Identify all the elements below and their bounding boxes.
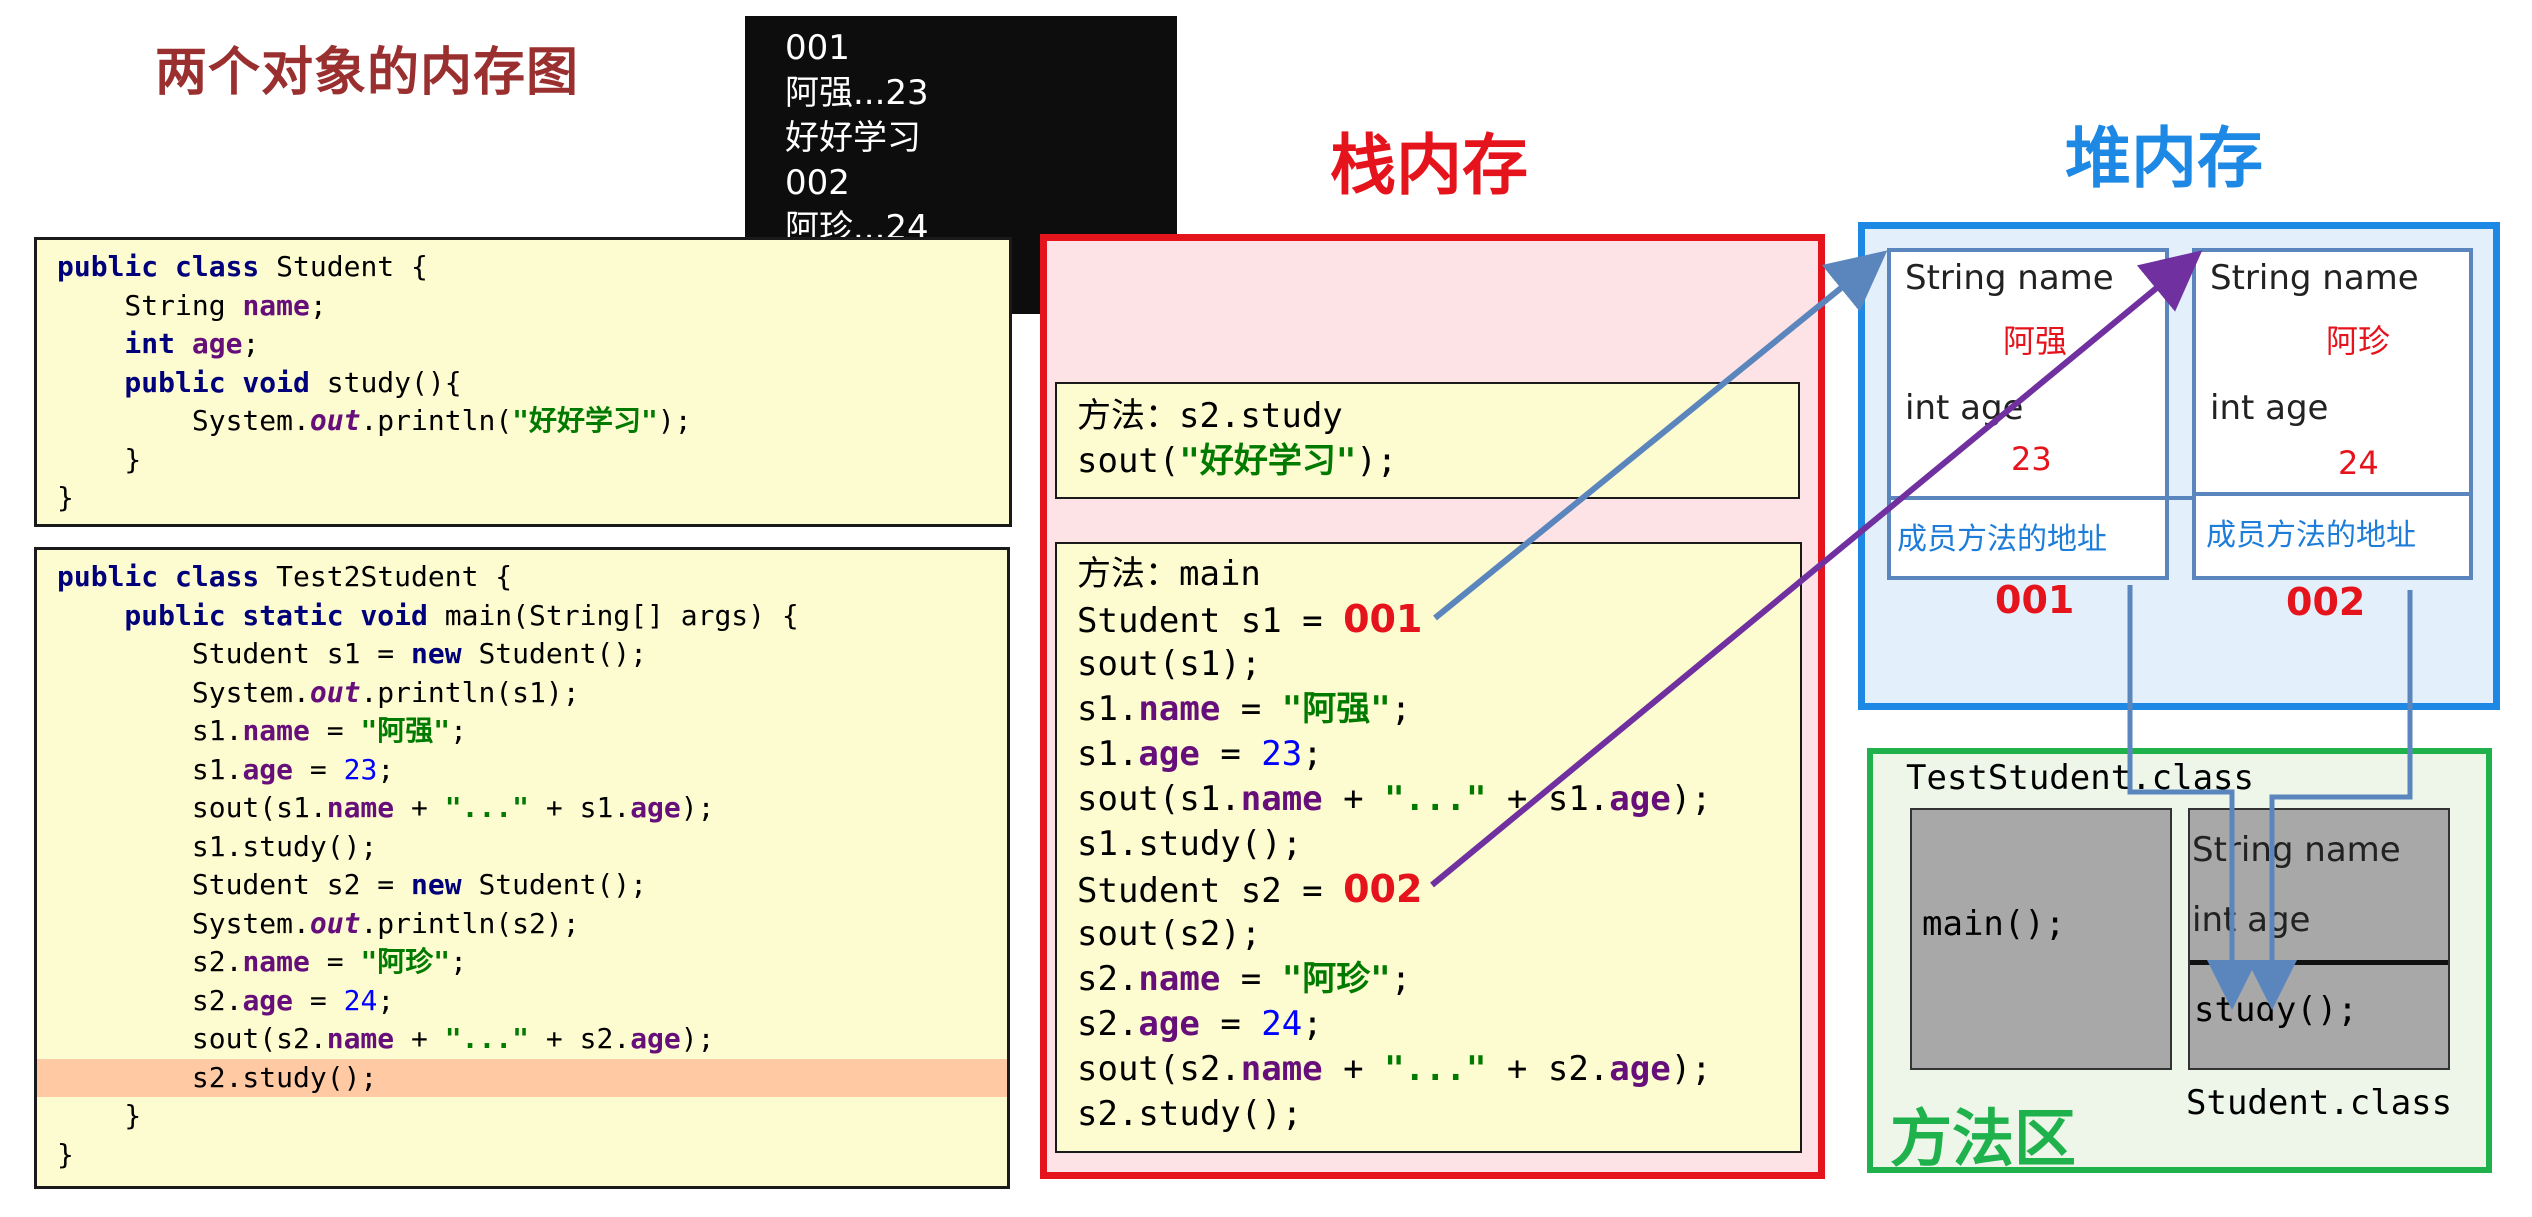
stack-title: 栈内存 <box>1330 127 1528 204</box>
code-line: s2.name = "阿珍"; <box>57 945 468 978</box>
console-line: 002 <box>785 163 850 203</box>
s2-address: 002 <box>1343 867 1423 911</box>
frame-line: 方法：s2.study <box>1077 396 1343 436</box>
object-age-value: 23 <box>2011 440 2052 478</box>
method-area-title: 方法区 <box>1890 1102 2077 1175</box>
frame-line: s1.age = 23; <box>1077 734 1323 774</box>
code-line: System.out.println(s2); <box>57 906 580 940</box>
frame-line: sout("好好学习"); <box>1077 441 1398 481</box>
test-class-block: main(); <box>1910 808 2172 1070</box>
main-method: main(); <box>1922 904 2066 944</box>
frame-line: 方法：main <box>1077 554 1261 594</box>
code-line: int age; <box>57 327 260 360</box>
student-class-label: Student.class <box>2186 1083 2453 1123</box>
code-line: sout(s2.name + "..." + s2.age); <box>57 1022 715 1055</box>
code-line: s1.name = "阿强"; <box>57 714 468 747</box>
frame-line: s1.study(); <box>1077 824 1303 864</box>
object-method-address: 成员方法的地址 <box>1897 522 2107 557</box>
code-line: Student s2 = new Student(); <box>57 868 648 901</box>
s2-reference-arrow <box>1430 250 2203 888</box>
frame-line: sout(s2.name + "..." + s2.age); <box>1077 1049 1712 1089</box>
code-line: String name; <box>57 288 327 322</box>
heap-object-001: String name 阿强 int age 23 成员方法的地址 <box>1887 248 2249 580</box>
student-name-field: String name <box>2192 830 2401 870</box>
frame-line: Student s2 = 002 <box>1077 867 1423 911</box>
frame-line: sout(s1); <box>1077 644 1262 684</box>
code-line: } <box>57 1099 142 1132</box>
frame-line: sout(s2); <box>1077 914 1262 954</box>
frame-line: s1.name = "阿强"; <box>1077 689 1412 729</box>
heap-title: 堆内存 <box>2065 120 2263 197</box>
s1-reference-arrow <box>1433 250 1888 621</box>
object-001-method-link <box>2127 585 2257 1010</box>
student-class-code: public class Student { String name; int … <box>34 237 1012 527</box>
code-line: s1.age = 23; <box>57 752 395 786</box>
code-line: System.out.println("好好学习"); <box>57 404 692 437</box>
code-line: System.out.println(s1); <box>57 675 580 709</box>
main-frame: 方法：main Student s1 = 001 sout(s1); s1.na… <box>1055 542 1802 1153</box>
object-method-address: 成员方法的地址 <box>2206 518 2416 553</box>
object-divider <box>2196 492 2469 496</box>
object-age-value: 24 <box>2338 444 2379 482</box>
code-line: Student s1 = new Student(); <box>57 637 648 670</box>
object-age-field: int age <box>2210 388 2329 428</box>
code-line: } <box>57 1137 74 1171</box>
code-line: public class Test2Student { <box>57 560 513 593</box>
object-divider <box>1887 496 2249 500</box>
code-line: public class Student { <box>57 250 428 283</box>
code-line: sout(s1.name + "..." + s1.age); <box>57 791 715 824</box>
frame-line: sout(s1.name + "..." + s1.age); <box>1077 779 1712 819</box>
code-line: } <box>57 481 74 514</box>
student-class-divider <box>2190 960 2448 965</box>
object-002-method-link <box>2247 590 2413 1010</box>
console-line: 阿强...23 <box>785 73 929 113</box>
heap-object-002: String name 阿珍 int age 24 成员方法的地址 <box>2192 248 2473 580</box>
object-name-value: 阿珍 <box>2326 322 2391 360</box>
console-line: 好好学习 <box>785 118 921 158</box>
code-line: } <box>57 442 142 476</box>
code-line: s1.study(); <box>57 829 378 863</box>
frame-line: s2.age = 24; <box>1077 1004 1323 1044</box>
page-title: 两个对象的内存图 <box>155 43 580 103</box>
object-address-001: 001 <box>1995 578 2075 622</box>
frame-line: s2.study(); <box>1077 1094 1303 1134</box>
console-line: 001 <box>785 28 850 68</box>
frame-line: s2.name = "阿珍"; <box>1077 959 1412 999</box>
student-age-field: int age <box>2192 900 2311 940</box>
study-frame: 方法：s2.study sout("好好学习"); <box>1055 382 1800 499</box>
object-name-value: 阿强 <box>2003 322 2068 360</box>
code-line: public void study(){ <box>57 365 462 399</box>
test-class-code: public class Test2Student { public stati… <box>34 547 1010 1189</box>
frame-line: Student s1 = 001 <box>1077 597 1423 641</box>
object-name-field: String name <box>1905 258 2114 298</box>
code-line: public static void main(String[] args) { <box>57 598 799 632</box>
object-address-002: 002 <box>2286 580 2366 624</box>
code-line-highlighted: s2.study(); <box>37 1058 1007 1097</box>
code-line: s2.age = 24; <box>57 983 395 1017</box>
s1-address: 001 <box>1343 597 1423 641</box>
object-name-field: String name <box>2210 258 2419 298</box>
object-age-field: int age <box>1905 388 2024 428</box>
